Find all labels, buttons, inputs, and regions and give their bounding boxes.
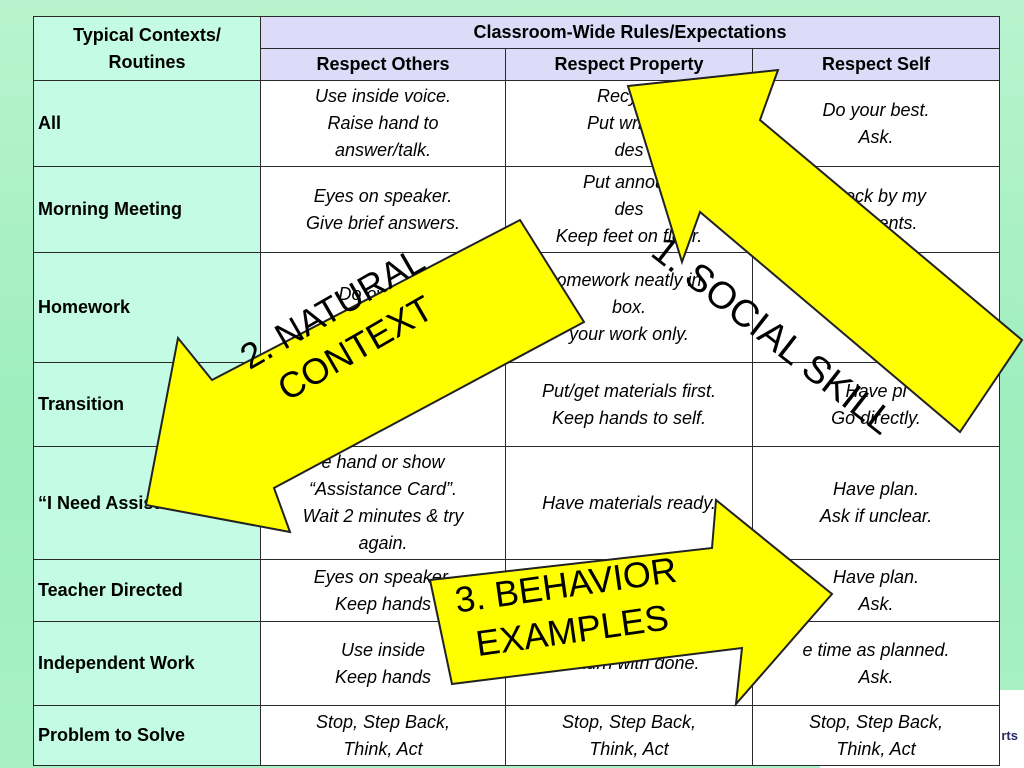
rule-cell: Have pl Go directly. [751, 362, 1001, 447]
rule-cell: e time as planned. Ask. [751, 621, 1001, 706]
subheader-respect-others: Respect Others [260, 48, 506, 81]
rule-line: Ask. [858, 126, 894, 147]
row-context: “I Need Assistance” [33, 446, 261, 560]
rule-line: Have plan. [832, 479, 920, 499]
rule-line: Use inside voice. [314, 86, 452, 106]
rule-cell: Stop, Step Back, Think, Act [751, 705, 1001, 766]
rule-line: Return with done. [558, 653, 700, 673]
table-row: Problem to Solve Stop, Step Back, Think, A… [33, 705, 1001, 766]
rule-line: to self. [356, 394, 410, 414]
rule-line: omework neatly in [556, 270, 702, 290]
rule-line: Use inside [340, 639, 426, 660]
row-context: Problem to Solve [33, 705, 261, 766]
table-row: Morning Meeting Eyes on speaker. Give brie… [33, 166, 1001, 253]
row-context: Transition [33, 362, 261, 447]
rule-line: des [614, 199, 644, 219]
rule-cell: Do your best. Ask. [751, 80, 1001, 167]
subheader-respect-property: Respect Property [505, 48, 753, 81]
row-context: All [33, 80, 261, 167]
table-row: “I Need Assistance” e hand or show “Assist… [33, 446, 1001, 560]
rule-cell: Eyes on speaker. Keep hands [260, 559, 506, 622]
rule-cell: e time. nigh [751, 252, 1001, 363]
table-row: Transition to self. Put/get materials firs… [33, 362, 1001, 447]
rule-cell: check by my acements. [751, 166, 1001, 253]
rule-line: Wait 2 minutes & try [302, 506, 464, 526]
rule-line: Keep hands [334, 593, 432, 614]
rule-cell: Do own wo Turn in bef [260, 252, 506, 363]
rule-line: Have plan. [832, 566, 920, 587]
rule-line: Have pl [845, 380, 907, 401]
rule-line: e time. [849, 283, 904, 304]
rule-cell: Use inside voice. Raise hand to answer/tal… [260, 80, 506, 167]
rule-line: Keep hands [334, 666, 432, 687]
rule-line: Do your best. [822, 99, 930, 120]
rule-cell: Return with done. [505, 621, 753, 706]
rule-cell: Have plan. Ask if unclear. [751, 446, 1001, 560]
rule-cell: Eyes on speaker. Give brief answers. [260, 166, 506, 253]
rule-cell: to self. [260, 362, 506, 447]
header-contexts: Typical Contexts/ Routines [33, 16, 261, 81]
rule-line: box. [611, 297, 647, 317]
rule-line: Think, Act [589, 738, 669, 759]
rule-line: Stop, Step Back, [808, 711, 944, 732]
rule-line: Ask. [858, 593, 894, 614]
rule-cell: Stop, Step Back, Think, Act [505, 705, 753, 766]
row-context: Independent Work [33, 621, 261, 706]
rule-line: Keep hands to self. [551, 407, 707, 428]
rule-line: Put announ [582, 172, 676, 192]
rule-line: Give brief answers. [305, 212, 461, 233]
logo-text: rts [1001, 728, 1018, 743]
rule-line: again. [358, 533, 408, 553]
rule-cell: Have plan. Ask. [751, 559, 1001, 622]
rule-line: Raise hand to [327, 113, 439, 133]
rule-line: acements. [834, 212, 918, 233]
table-body: All Use inside voice. Raise hand to answer/… [33, 80, 1001, 766]
rule-line: Think, Act [836, 738, 916, 759]
rule-cell: Put/get materials first. Keep hands to se… [505, 362, 753, 447]
table-row: Homework Do own wo Turn in bef omework neat… [33, 252, 1001, 363]
rule-line: your work only. [569, 324, 689, 344]
rule-cell: Stop, Step Back, Think, Act [260, 705, 506, 766]
rule-line: Turn in bef [340, 310, 426, 331]
rule-line: Use m [602, 580, 655, 600]
header-rules: Classroom-Wide Rules/Expectations [259, 16, 1001, 49]
rule-line: Eyes on speaker. [313, 566, 453, 587]
rule-line: Eyes on speaker. [313, 185, 453, 206]
rule-cell: Use m [505, 559, 753, 622]
rule-line: “Assistance Card”. [308, 479, 458, 499]
row-context: Teacher Directed [33, 559, 261, 622]
rule-line: Put writing [586, 113, 672, 133]
rule-line: nigh [859, 310, 894, 331]
row-context: Morning Meeting [33, 166, 261, 253]
rule-cell: e hand or show “Assistance Card”. Wait 2 m… [260, 446, 506, 560]
rule-line: Have materials ready. [542, 492, 716, 513]
rule-line: Ask if unclear. [819, 506, 933, 526]
rule-line: Recycle [596, 86, 662, 106]
rule-cell: omework neatly in box. your work only. [505, 252, 753, 363]
row-context: Homework [33, 252, 261, 363]
rule-line: Stop, Step Back, [315, 711, 451, 732]
rule-line: Think, Act [343, 738, 423, 759]
rule-line: check by my [826, 185, 927, 206]
rule-line: Go directly. [831, 407, 921, 428]
rule-line: Keep feet on floor. [555, 226, 703, 246]
rule-line: Do own wo [338, 283, 428, 304]
subheader-respect-self: Respect Self [751, 48, 1001, 81]
rule-line: Stop, Step Back, [561, 711, 697, 732]
rule-line: des [614, 140, 644, 160]
rule-line: answer/talk. [334, 140, 432, 160]
rule-cell: Have materials ready. [505, 446, 753, 560]
rule-line: Put/get materials first. [541, 380, 717, 401]
rule-line: Ask. [858, 666, 894, 687]
rules-table: Typical Contexts/ Routines Classroom-Wid… [33, 16, 1001, 766]
table-row: Teacher Directed Eyes on speaker. Keep han… [33, 559, 1001, 622]
rule-line: e hand or show [321, 452, 445, 472]
table-row: All Use inside voice. Raise hand to answer/… [33, 80, 1001, 167]
rule-line: e time as planned. [802, 639, 950, 660]
